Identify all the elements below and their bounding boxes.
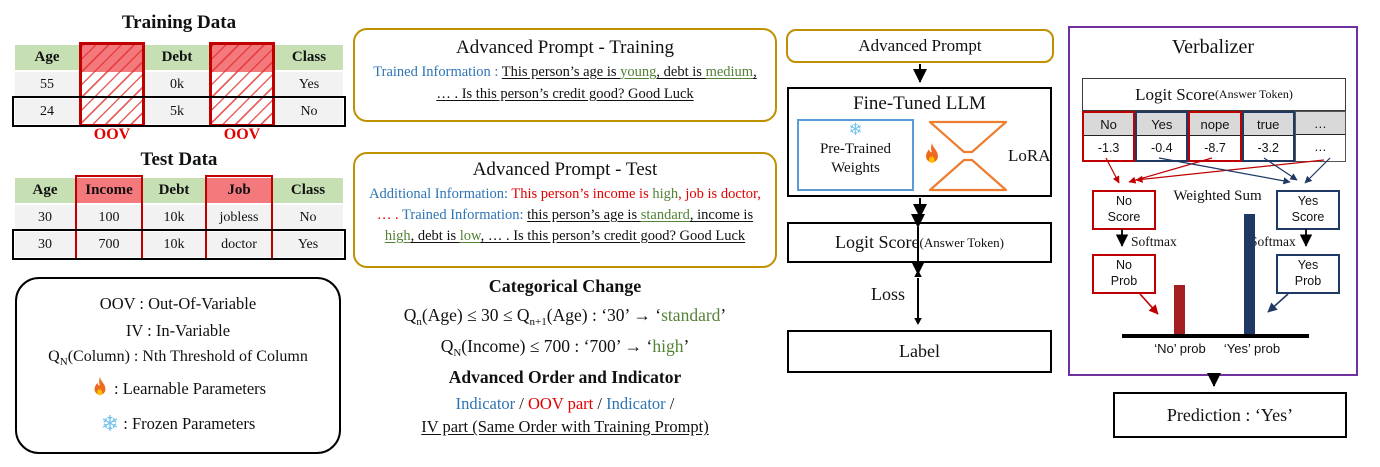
prompt-test-box: Advanced Prompt - Test Additional Inform…: [353, 152, 777, 268]
label-box: Label: [787, 330, 1052, 373]
table-cell: 30: [15, 232, 75, 257]
table-header-cell-oov: Job: [205, 178, 273, 203]
table-cell: 700: [75, 232, 143, 257]
table-cell: 10k: [143, 232, 205, 257]
snowflake-icon: ❄: [848, 120, 863, 140]
legend-item-learnable: : Learnable Parameters: [21, 376, 335, 405]
table-cell: Yes: [275, 72, 343, 97]
token-column-nope: nope -8.7: [1188, 111, 1242, 162]
sample-row-outline: [12, 96, 346, 127]
prompt-training-title: Advanced Prompt - Training: [456, 37, 674, 58]
legend-box: OOV : Out-Of-Variable IV : In-Variable Q…: [15, 277, 341, 454]
table-header-row: Age Income Debt Job Class: [15, 178, 343, 203]
table-cell: 24: [15, 99, 79, 124]
table-cell: 100: [75, 205, 143, 230]
bar-axis: [1122, 334, 1309, 338]
oov-column-overlay: [79, 42, 145, 127]
prompt-training-box: Advanced Prompt - Training Trained Infor…: [353, 28, 777, 122]
pretrained-weights-label: Pre-Trained Weights: [819, 141, 892, 176]
table-header-cell: Age: [15, 45, 79, 70]
verbalizer-logit-table: Logit Score (Answer Token) No -1.3 Yes -…: [1082, 78, 1347, 162]
token-column-no: No -1.3: [1082, 111, 1136, 162]
table-header-cell: Debt: [145, 45, 209, 70]
table-cell: No: [273, 205, 343, 230]
table-cell: 10k: [143, 205, 205, 230]
iv-part-line: IV part (Same Order with Training Prompt…: [421, 417, 709, 436]
no-prob-bar: [1174, 285, 1185, 334]
oov-label: OOV: [223, 126, 261, 143]
test-data-table: Age Income Debt Job Class 30 100 10k job…: [12, 175, 346, 260]
table-cell: 55: [15, 72, 79, 97]
table-header-cell-oov: Income: [75, 178, 143, 203]
lora-label: LoRA: [1008, 146, 1051, 165]
table-cell: 0k: [145, 72, 209, 97]
token-column-true: true -3.2: [1241, 111, 1295, 162]
table-cell: Yes: [273, 232, 343, 257]
oov-label: OOV: [93, 126, 131, 143]
logit-score-header: Logit Score (Answer Token): [1082, 78, 1346, 111]
token-column-ellipsis: … …: [1294, 111, 1347, 162]
prompt-test-body: Additional Information: This person’s in…: [369, 186, 761, 245]
legend-item-frozen: ❄ : Frozen Parameters: [100, 411, 256, 437]
flame-icon: [90, 376, 110, 405]
token-column-yes: Yes -0.4: [1135, 111, 1189, 162]
categorical-change-title: Categorical Change: [488, 276, 642, 296]
weighted-sum-label: Weighted Sum: [1173, 188, 1262, 204]
hatch-pattern: [212, 45, 272, 124]
table-header-cell: Class: [275, 45, 343, 70]
table-row: 30 700 10k doctor Yes: [15, 232, 343, 257]
loss-label: Loss: [870, 284, 905, 304]
table-cell: 5k: [145, 99, 209, 124]
categorical-eq2: QN(Income) ≤ 700 : ‘700’ → ‘high’: [440, 336, 690, 359]
categorical-change-block: Categorical Change Qn(Age) ≤ 30 ≤ Qn+1(A…: [355, 276, 775, 437]
pretrained-weights-box: ❄ Pre-Trained Weights: [797, 119, 914, 191]
legend-item-threshold: QN(Column) : Nth Threshold of Column: [48, 348, 308, 369]
advanced-order-title: Advanced Order and Indicator: [448, 367, 682, 387]
verbalizer-title: Verbalizer: [1171, 36, 1255, 58]
softmax-label-right: Softmax: [1250, 234, 1296, 249]
hatch-pattern: [82, 45, 142, 124]
fine-tuned-llm-title: Fine-Tuned LLM: [853, 93, 986, 114]
prompt-test-title: Advanced Prompt - Test: [472, 159, 658, 180]
legend-item-oov: OOV : Out-Of-Variable: [99, 294, 257, 314]
categorical-eq1: Qn(Age) ≤ 30 ≤ Qn+1(Age) : ‘30’ → ‘stand…: [403, 305, 727, 328]
oov-column-overlay: [209, 42, 275, 127]
trained-info-label: Trained Information :: [373, 64, 502, 80]
table-row: 30 100 10k jobless No: [15, 205, 343, 230]
table-header-cell: Class: [273, 178, 343, 203]
order-indicator-line: Indicator / OOV part / Indicator /: [455, 394, 675, 413]
table-header-cell: Age: [15, 178, 75, 203]
table-cell: 30: [15, 205, 75, 230]
softmax-label-left: Softmax: [1131, 234, 1177, 249]
yes-prob-bar-label: ‘Yes’ prob: [1223, 341, 1281, 356]
lora-adapter-shape: [928, 120, 1008, 192]
verbalizer-panel: Verbalizer Logit Score (Answer Token) No…: [1068, 26, 1358, 376]
table-cell: jobless: [205, 205, 273, 230]
trained-info-label: Trained Information:: [402, 207, 528, 224]
table-cell: No: [275, 99, 343, 124]
no-prob-bar-label: ‘No’ prob: [1154, 341, 1206, 356]
prompt-training-body: Trained Information : This person’s age …: [373, 64, 757, 102]
table-header-row: Age Debt Class: [15, 45, 343, 70]
training-data-title: Training Data: [121, 12, 237, 33]
snowflake-icon: ❄: [100, 411, 120, 437]
test-data-title: Test Data: [140, 149, 218, 170]
advanced-prompt-box: Advanced Prompt: [786, 29, 1054, 63]
table-header-cell: Debt: [143, 178, 205, 203]
table-cell: doctor: [205, 232, 273, 257]
yes-prob-bar: [1244, 214, 1255, 334]
table-row: 55 0k Yes: [15, 72, 343, 97]
additional-info-label: Additional Information:: [369, 186, 512, 202]
legend-item-iv: IV : In-Variable: [125, 321, 231, 341]
sample-row-outline: [12, 229, 346, 260]
flame-icon: [921, 142, 943, 173]
logit-score-box: Logit Score (Answer Token): [787, 222, 1052, 263]
prediction-box: Prediction : ‘Yes’: [1113, 392, 1347, 438]
training-data-table: Age Debt Class 55 0k Yes 24 5k No: [12, 42, 346, 127]
